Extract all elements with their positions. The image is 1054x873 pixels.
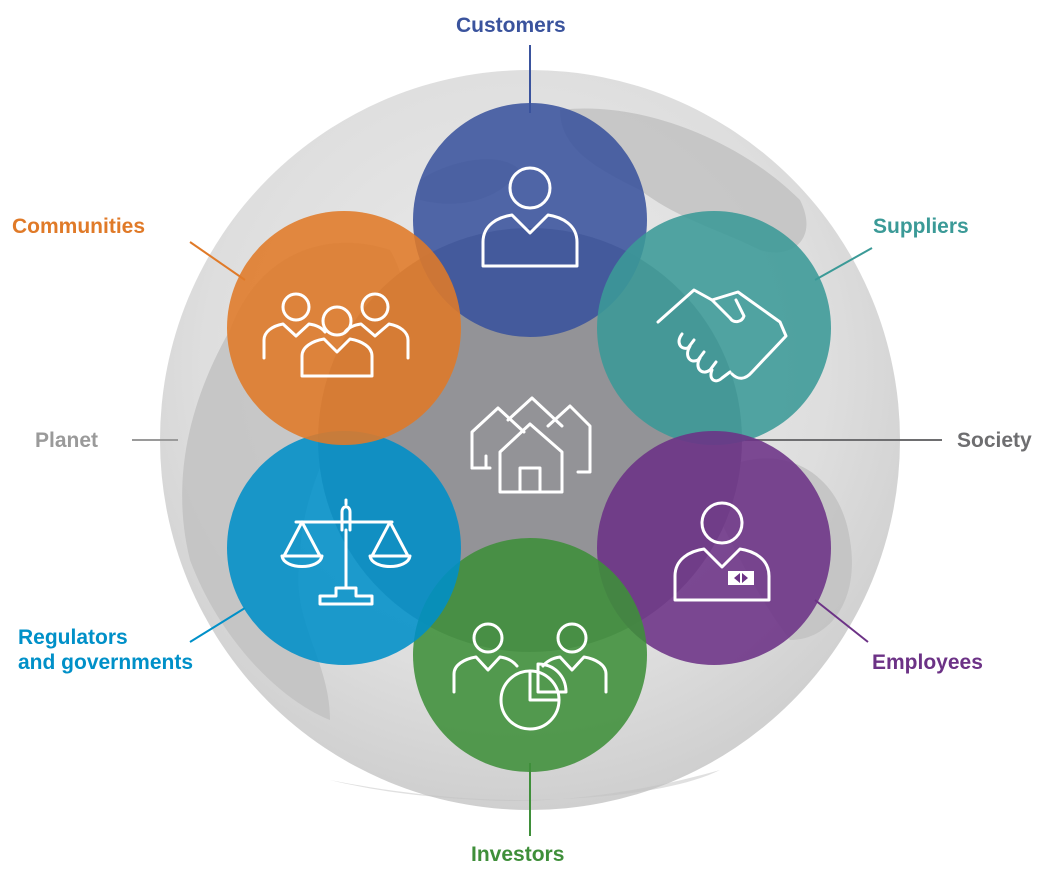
investors-pie-chart-icon (452, 622, 608, 731)
investors-label: Investors (471, 843, 565, 866)
leader-lines (132, 45, 942, 836)
leader-line-communities (189, 241, 246, 281)
employees-circle (597, 431, 831, 665)
customers-circle (413, 103, 647, 337)
icons (262, 166, 788, 731)
communities-label: Communities (12, 215, 146, 238)
scales-of-justice-icon (280, 498, 412, 606)
regulators-circle (227, 431, 461, 665)
stakeholder-circles (227, 103, 831, 772)
houses-icon (470, 396, 592, 494)
society-label: Society (957, 429, 1032, 452)
employees-label: Employees (872, 651, 983, 674)
leader-line-suppliers (814, 247, 873, 281)
regulators-label-line-1: Regulators (18, 626, 128, 649)
leader-line-employees (814, 599, 869, 643)
customers-label: Customers (456, 14, 566, 37)
regulators-label-line-2: and governments (18, 651, 194, 674)
handshake-icon (656, 288, 788, 383)
regulators-label: Regulators and governments (18, 625, 193, 675)
investors-circle (413, 538, 647, 772)
suppliers-circle (597, 211, 831, 445)
leader-line-regulators (189, 607, 246, 643)
suppliers-label: Suppliers (873, 215, 969, 238)
person-icon (481, 166, 579, 268)
planet-label: Planet (35, 429, 99, 452)
communities-circle (227, 211, 461, 445)
group-of-people-icon (262, 292, 410, 378)
employee-badge-icon (673, 501, 771, 602)
